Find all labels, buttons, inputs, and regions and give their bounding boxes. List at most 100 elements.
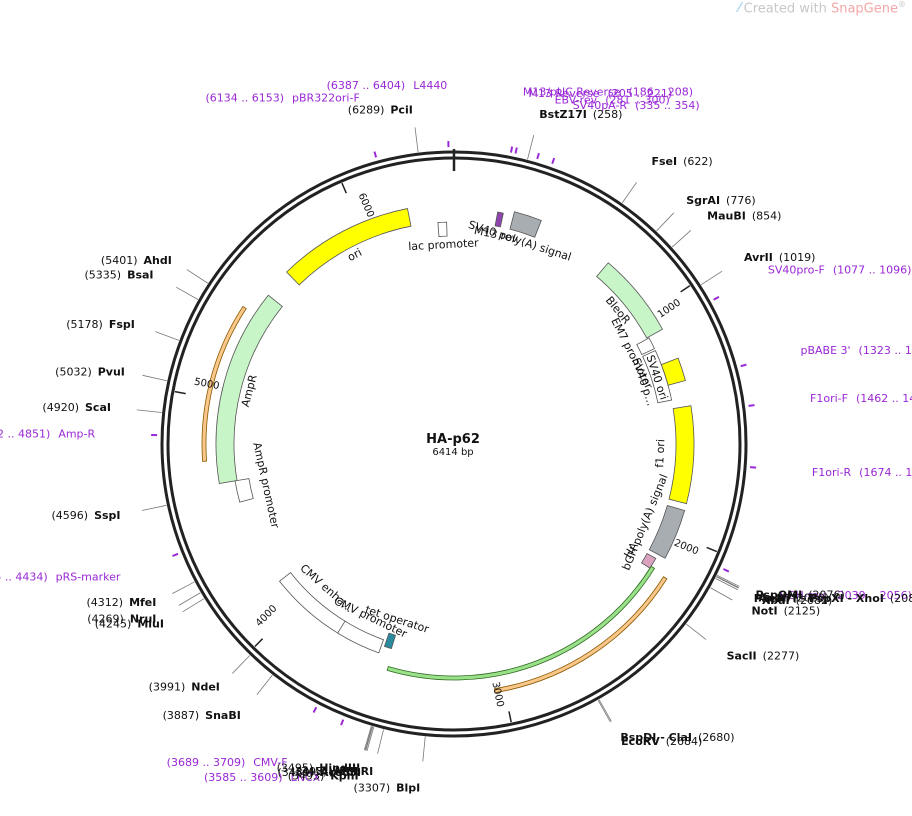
site-name: AflII: [333, 765, 358, 778]
site-label: (3887)SnaBI: [163, 709, 241, 722]
site-leader: [598, 699, 612, 722]
primer-position: (281 .. 300): [605, 93, 670, 106]
primer-label: (3689 .. 3709)CMV-F: [167, 756, 288, 769]
feature-terminator: [648, 504, 686, 559]
primer-name: BGH-rev: [780, 589, 826, 602]
site-position: (258): [593, 108, 623, 121]
site-leader: [232, 655, 251, 674]
primer-position: (6134 .. 6153): [205, 92, 284, 105]
site-position: (2684): [666, 735, 703, 748]
site-position: (4245): [95, 617, 132, 630]
primer-position: (1462 .. 1483): [856, 392, 912, 405]
site-label: NotI (2125): [751, 605, 820, 618]
primer-name: SV40pro-F: [768, 264, 825, 277]
site-name: BlpI: [396, 781, 420, 794]
feature-promoter: [437, 221, 448, 237]
site-leader: [656, 212, 675, 232]
site-leader: [686, 623, 707, 640]
site-leader: [172, 581, 195, 595]
site-name: SgrAI: [686, 194, 720, 207]
feature-promoter: [234, 478, 254, 503]
site-leader: [364, 726, 373, 751]
primer-mark: [748, 404, 755, 407]
site-label: (3495)HindIII: [277, 762, 361, 775]
feature-promoter: [337, 620, 385, 654]
insert-arc: [386, 565, 656, 681]
site-label: MauBI(854): [707, 210, 781, 223]
site-name: NotI: [751, 605, 777, 618]
site-name: SspI: [94, 509, 120, 522]
site-name: PspOMI: [756, 588, 803, 601]
site-leader: [710, 587, 733, 601]
site-position: (3307): [354, 781, 391, 794]
orf-highlight-arc: [493, 576, 668, 694]
site-leader: [155, 331, 179, 341]
site-leader: [715, 578, 738, 591]
plasmid-name: HA-p62: [426, 432, 480, 447]
site-leader: [363, 726, 372, 751]
primer-position: (3585 .. 3609): [204, 771, 283, 784]
site-label: (6289)PciI: [348, 104, 413, 117]
primer-position: (1323 .. 1343): [859, 344, 912, 357]
site-leader: [716, 576, 739, 589]
site-name: MauBI: [707, 210, 746, 223]
feature-primer-bind: [494, 211, 504, 228]
site-leader: [716, 574, 740, 587]
site-position: (2680): [698, 731, 735, 744]
site-position: (2125): [784, 605, 821, 618]
site-name: MfeI: [129, 596, 156, 609]
site-leader: [175, 286, 199, 300]
site-position: (3498): [291, 765, 328, 778]
site-name: ApaI: [759, 591, 787, 604]
feature-marker: [215, 294, 283, 485]
primer-name: pRS-marker: [56, 571, 121, 584]
site-position: (4596): [51, 509, 88, 522]
primer-name: pBABE 3': [800, 344, 850, 357]
primer-position: (4415 .. 4434): [0, 571, 48, 584]
site-name: KpnI: [330, 770, 358, 783]
site-leader: [141, 504, 167, 511]
primer-mark: [536, 152, 540, 160]
site-name: NruI: [130, 613, 157, 626]
primer-label: (3585 .. 3609) LNCX: [204, 771, 321, 784]
primer-name: LNCX: [291, 771, 321, 784]
site-label: PaeR7I - PspXI - XhoI(2088): [754, 592, 912, 605]
primer-label: (4832 .. 4851)Amp-R: [0, 427, 96, 440]
site-leader: [365, 726, 374, 751]
site-label: AvrII(1019): [744, 251, 815, 264]
site-label: SacII (2277): [727, 649, 800, 662]
site-position: (3493): [288, 770, 325, 783]
feature-label: f1 ori: [653, 439, 667, 468]
site-label: (3493) KpnI: [288, 770, 359, 783]
primer-label: (4415 .. 4434) pRS-marker: [0, 571, 121, 584]
site-label: FseI(622): [651, 155, 712, 168]
site-position: (3991): [149, 680, 186, 693]
site-label: (3307) BlpI: [354, 781, 421, 794]
snapgene-watermark: ⁄Created with SnapGene®: [739, 0, 907, 16]
site-leader: [256, 674, 273, 696]
site-position: (4312): [87, 596, 124, 609]
site-position: (2080): [792, 591, 829, 604]
site-name: SnaBI: [205, 709, 241, 722]
site-position: (2277): [763, 649, 800, 662]
site-label: (5032)PvuI: [55, 365, 125, 378]
site-position: (3489): [277, 766, 314, 779]
tick-mark: [508, 711, 512, 723]
snapgene-logo-icon: ⁄: [738, 1, 741, 17]
tick-mark: [706, 546, 718, 553]
feature-promoter: [636, 337, 655, 356]
primer-label: EBV-rev(281 .. 300): [555, 93, 670, 106]
feature-promoter: [278, 572, 348, 635]
feature-label: AmpR promoter: [250, 441, 282, 530]
primer-mark: [722, 568, 730, 573]
site-name: NdeI: [191, 680, 220, 693]
site-label: (4269)NruI: [87, 613, 156, 626]
site-position: (6289): [348, 104, 385, 117]
site-leader: [700, 270, 723, 286]
site-label: (4596) SspI: [51, 509, 120, 522]
brand-mark: ®: [898, 0, 906, 9]
site-leader: [716, 575, 740, 588]
site-leader: [377, 729, 384, 754]
site-name: PaeR7I - PspXI - XhoI: [754, 592, 884, 605]
site-name: SacII: [727, 649, 757, 662]
